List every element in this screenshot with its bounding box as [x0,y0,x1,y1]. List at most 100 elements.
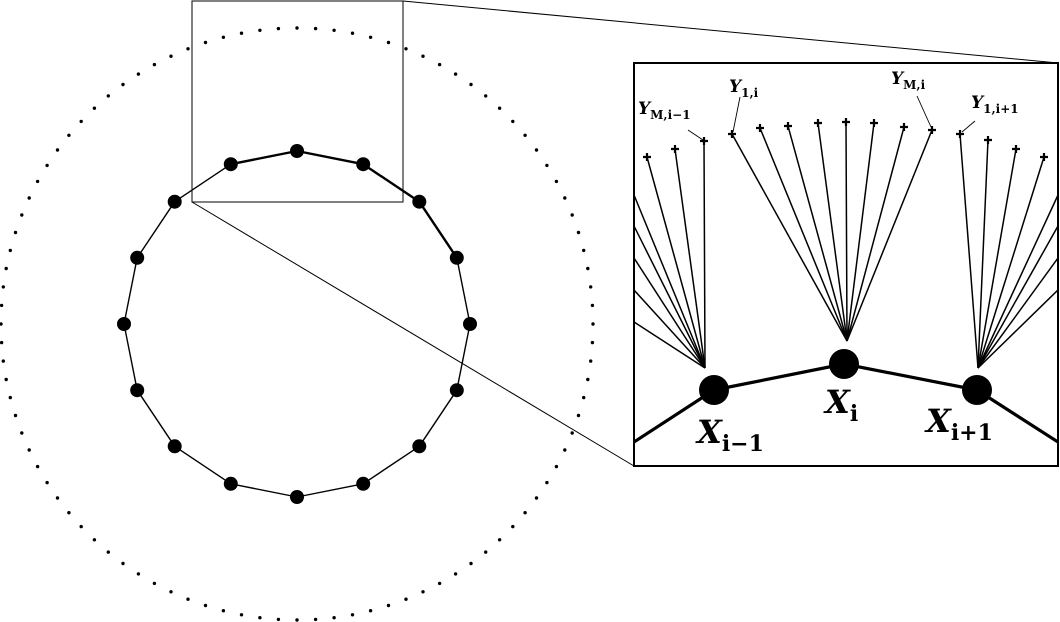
outer-ring-dot [484,94,488,98]
ray [977,156,1045,369]
polygon-node [290,144,304,158]
outer-ring-dot [469,82,473,87]
inset-rays [635,121,1057,369]
outer-ring-dot [582,248,586,253]
outer-ring-dot [332,616,336,620]
outer-ring-dot [469,561,473,566]
outer-ring-dot [295,618,299,622]
outer-ring-dot [404,597,408,601]
outer-ring-dot [437,62,442,67]
outer-ring-dot [55,496,60,500]
polygon-node [167,194,182,209]
outer-ring-dot [576,230,581,235]
polygon-edge [230,483,298,498]
outer-ring-dot [4,377,8,382]
outer-ring-dot [258,616,262,620]
label-leader [916,95,932,128]
polygon-node [130,383,145,398]
zoom-region-box [191,0,404,203]
ray [977,148,1017,369]
outer-ring-dot [239,31,244,35]
ray [959,133,979,369]
ray [977,289,1057,369]
node-label-x-i: Xi [823,383,858,427]
outer-ring-dot [67,511,71,515]
outer-ring-dot [437,581,442,586]
ray [731,133,848,342]
outer-ring-dot [421,54,425,58]
outer-ring-dot [554,179,559,184]
outer-ring-dot [453,72,458,76]
outer-ring-dot [576,413,581,418]
ray [977,195,1057,369]
polygon-edge [362,163,420,203]
ray [646,156,706,369]
outer-ring-dot [545,480,549,485]
outer-ring-dot [511,119,515,124]
node-label-x-i-plus-1: Xi+1 [924,402,993,446]
point-label-y-m-i: YM,i [891,69,926,92]
ray [635,195,706,369]
polygon-edge [456,257,471,325]
outer-ring-dot [313,617,318,622]
zoom-connector-bottom [191,201,635,467]
polygon-node [167,439,182,454]
polygon-edge [123,257,138,325]
sample-point-marker [728,130,736,138]
outer-ring-dot [20,431,24,435]
polygon-edge [418,389,458,447]
outer-ring-dot [590,340,595,345]
outer-ring-dot [386,603,391,608]
outer-ring-dot [368,609,373,613]
outer-ring-dot [20,213,24,217]
outer-ring-dot [121,561,125,566]
sample-point-marker [1040,153,1048,161]
ray [635,321,706,369]
ray [635,289,706,369]
polygon-node [356,476,371,491]
outer-ring-dot [497,538,502,542]
outer-ring-dot [239,613,244,617]
outer-ring-dot [186,47,190,51]
sample-point-marker [870,119,878,127]
inset-panel: Xi−1 Xi Xi+1 YM,i−1 Y1,i YM,i Y1,i+1 [633,62,1059,467]
sample-point-marker [842,118,850,126]
polygon-edge [456,323,471,391]
inner-polygon-edges [123,149,471,498]
polygon-node [449,250,464,265]
outer-ring-dot [121,82,125,87]
outer-ring-dot [590,303,595,308]
outer-ring-dot [1,285,5,289]
ray [817,122,848,342]
ray [759,127,848,342]
outer-ring-dot [106,94,111,98]
outer-ring-dot [169,590,173,594]
outer-ring-dot [350,31,355,35]
polygon-node [449,383,464,398]
polygon-edge [136,201,176,259]
outer-ring-dot [563,448,567,452]
outer-ring-dot [313,26,318,31]
outer-ring-dot [8,248,12,253]
inset-nodes [699,349,992,405]
polygon-node [463,317,477,331]
outer-ring-dot [92,538,97,542]
sample-point-marker [984,136,992,144]
sample-point-marker [784,122,792,130]
outer-ring-dot [453,572,458,576]
outer-ring-dot [136,72,141,76]
outer-ring-dot [589,359,593,363]
sample-point-marker [814,119,822,127]
inset-node [962,375,992,405]
outer-ring-dot [586,377,590,382]
outer-ring-dot [106,550,111,554]
outer-ring-dot [534,148,539,152]
outer-ring-dot [258,28,262,32]
polygon-node [290,490,304,504]
ray [846,122,875,342]
inset-label-leaders [687,95,976,141]
outer-ring-dot [484,550,488,554]
polygon-node [117,317,131,331]
outer-ring-dot [79,119,83,124]
